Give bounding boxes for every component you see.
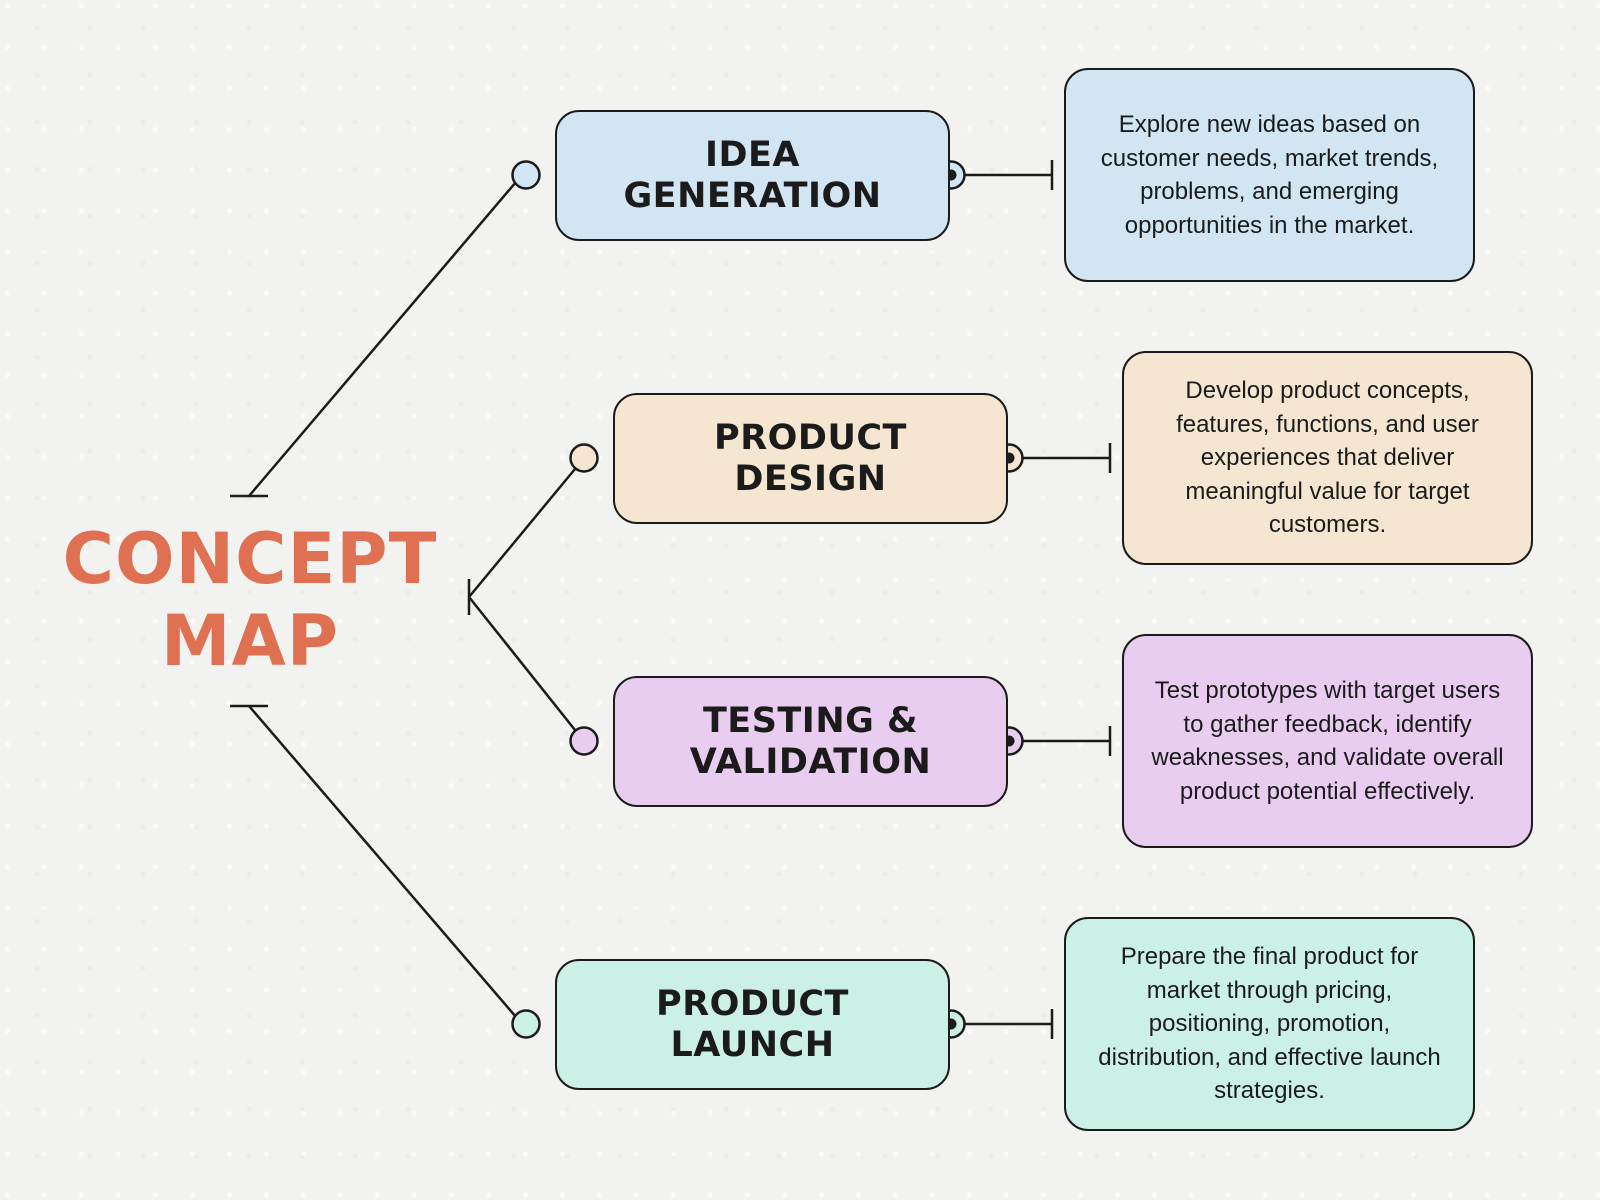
endpoint-circle-product-design: [569, 443, 599, 473]
connector-title-to-idea-generation: [230, 160, 541, 498]
node-label-line-1: PRODUCT: [714, 417, 907, 458]
description-text: Explore new ideas based on customer need…: [1100, 111, 1439, 239]
description-product-design: Develop product concepts, features, func…: [1122, 351, 1533, 565]
node-label-line-2: DESIGN: [734, 458, 887, 499]
endpoint-circle-testing-validation: [569, 726, 599, 756]
node-product-design: PRODUCT DESIGN: [613, 393, 1008, 524]
description-text: Develop product concepts, features, func…: [1176, 377, 1479, 539]
node-label-line-1: TESTING &: [702, 700, 919, 741]
endpoint-circle-idea-generation: [511, 160, 541, 190]
connector-idea-generation-to-description: [936, 160, 1054, 190]
description-text: Prepare the final product for market thr…: [1098, 943, 1441, 1105]
connector-fork-middle: [467, 443, 599, 756]
node-label-line-1: IDEA: [704, 134, 801, 175]
connector-product-launch-to-description: [936, 1009, 1054, 1039]
description-testing-validation: Test prototypes with target users to gat…: [1122, 634, 1533, 848]
node-label-line-2: LAUNCH: [670, 1024, 835, 1065]
connector-title-to-product-launch: [230, 704, 541, 1039]
connector-product-design-to-description: [994, 443, 1112, 473]
connector-testing-validation-to-description: [994, 726, 1112, 756]
title-line-1: CONCEPT: [62, 518, 438, 600]
description-text: Test prototypes with target users to gat…: [1151, 677, 1504, 805]
node-idea-generation: IDEA GENERATION: [555, 110, 950, 241]
node-product-launch: PRODUCT LAUNCH: [555, 959, 950, 1090]
node-testing-validation: TESTING & VALIDATION: [613, 676, 1008, 807]
description-product-launch: Prepare the final product for market thr…: [1064, 917, 1475, 1131]
node-label-line-1: PRODUCT: [656, 983, 849, 1024]
node-label-line-2: GENERATION: [623, 175, 882, 216]
concept-map-title: CONCEPT MAP: [60, 518, 440, 682]
title-line-2: MAP: [160, 600, 340, 682]
endpoint-circle-product-launch: [511, 1009, 541, 1039]
node-label-line-2: VALIDATION: [689, 741, 932, 782]
description-idea-generation: Explore new ideas based on customer need…: [1064, 68, 1475, 282]
